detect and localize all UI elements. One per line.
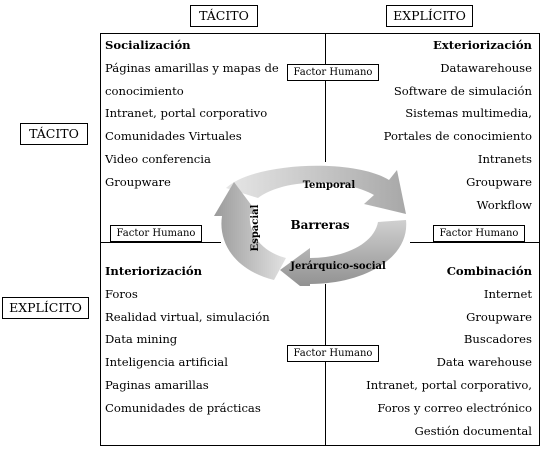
list-item: Internet [483,286,532,301]
list-item: Realidad virtual, simulación [105,309,270,324]
list-item: Inteligencia artificial [105,355,228,370]
list-item: Paginas amarillas [105,377,209,392]
header-tacito-row: TÁCITO [20,123,88,145]
list-item: Groupware [466,309,532,324]
header-explicito-column: EXPLÍCITO [386,5,473,27]
list-item: Software de simulación [393,83,532,98]
arrow-jerarquico-social [280,220,407,286]
quadrant-combinacion: Combinación Internet Groupware Buscadore… [366,260,532,442]
list-item: Gestión documental [414,423,532,438]
list-item: Groupware [105,174,171,189]
horizontal-divider-right [410,242,539,243]
list-item: Comunidades de prácticas [105,400,261,415]
quadrant-socializacion: Socialización Páginas amarillas y mapas … [105,34,279,194]
header-tacito-column: TÁCITO [190,5,258,27]
list-item: Portales de conocimiento [383,129,532,144]
list-item: Páginas amarillas y mapas de [105,60,279,75]
quadrant-grid [100,33,540,446]
list-item: Data warehouse [436,355,532,370]
list-item: Video conferencia [105,151,211,166]
list-item: Intranet, portal corporativo, [366,377,532,392]
horizontal-divider-left [101,242,221,243]
factor-humano-bottom: Factor Humano [287,345,379,362]
arrow-temporal [226,165,406,214]
quadrant-title: Interiorización [105,264,203,278]
vertical-divider-bottom [325,284,326,445]
list-item: Data mining [105,332,178,347]
list-item: Intranet, portal corporativo [105,106,268,121]
cycle-label-temporal: Temporal [303,180,356,191]
factor-humano-top: Factor Humano [287,64,379,81]
list-item: Foros y correo electrónico [377,400,532,415]
quadrant-title: Exteriorización [433,38,532,52]
list-item: Foros [105,286,138,301]
list-item: Datawarehouse [440,60,532,75]
quadrant-title: Socialización [105,38,191,52]
factor-humano-left: Factor Humano [110,225,202,242]
list-item: Comunidades Virtuales [105,129,242,144]
vertical-divider-top [325,34,326,162]
cycle-label-espacial: Espacial [250,204,261,251]
list-item: Workflow [476,197,532,212]
factor-humano-right: Factor Humano [433,225,525,242]
quadrant-exteriorizacion: Exteriorización Datawarehouse Software d… [384,34,532,216]
quadrant-interiorizacion: Interiorización Foros Realidad virtual, … [105,260,270,420]
quadrant-title: Combinación [446,264,532,278]
list-item: Groupware [466,174,532,189]
header-explicito-row: EXPLÍCITO [2,297,89,319]
list-item: conocimiento [105,83,184,98]
cycle-label-center: Barreras [290,218,349,232]
list-item: Intranets [477,151,532,166]
arrow-espacial [214,182,286,280]
cycle-label-jerarquico-social: Jerárquico-social [289,261,386,272]
barriers-cycle: Temporal Barreras Jerárquico-social Espa… [214,165,407,286]
list-item: Buscadores [463,332,532,347]
list-item: Sistemas multimedia, [405,106,532,121]
